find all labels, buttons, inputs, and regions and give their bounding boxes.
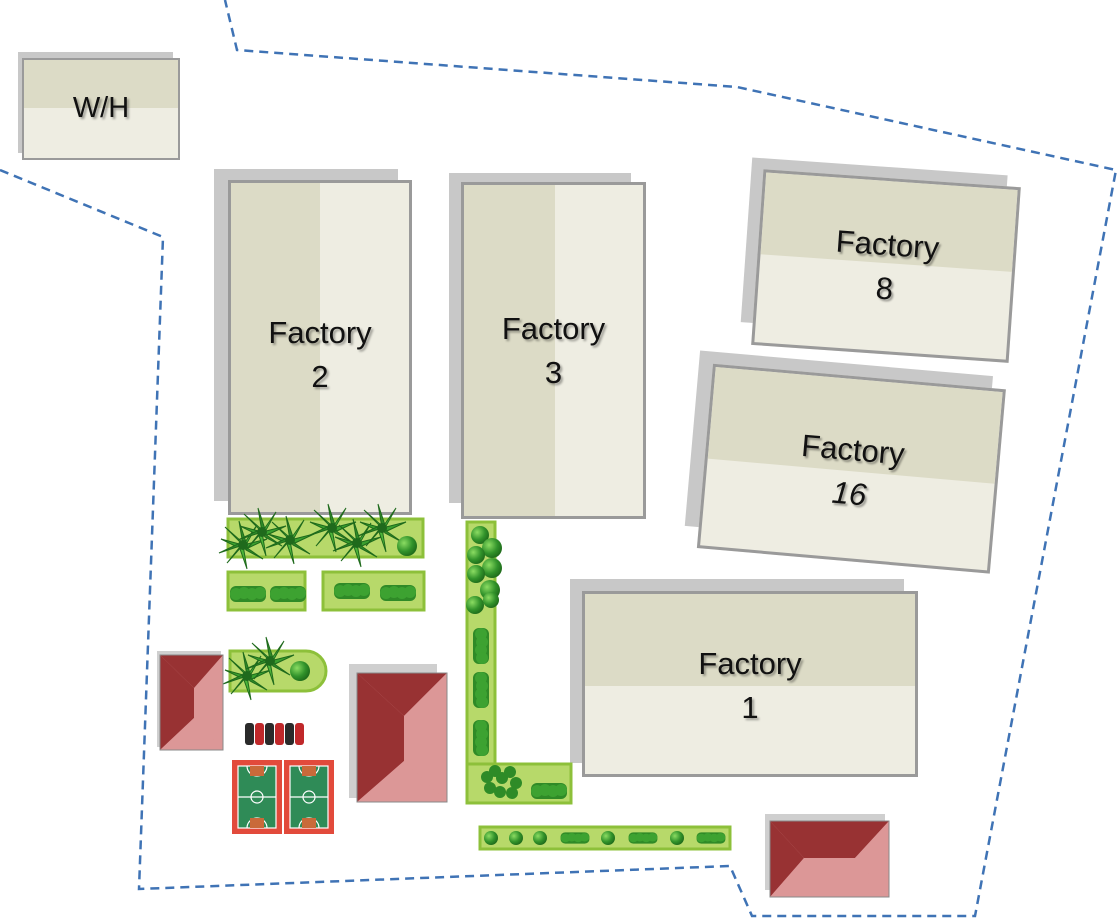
- round-bush-icon: [482, 558, 502, 578]
- round-bush-icon: [509, 831, 523, 845]
- shrub-row-icon: [270, 586, 306, 602]
- shrub-row-icon: [380, 585, 416, 601]
- round-bush-icon: [471, 526, 489, 544]
- factory-2-title: Factory: [268, 315, 372, 350]
- shrub-row-icon: [560, 832, 590, 844]
- round-bush-icon: [467, 546, 485, 564]
- warehouse-building[interactable]: W/H: [18, 52, 182, 162]
- round-bush-icon: [290, 661, 310, 681]
- shrub-row-icon: [628, 832, 658, 844]
- house-roof-icon: [349, 664, 448, 803]
- factory-2-number: 2: [311, 359, 329, 394]
- clover-plant-icon: [481, 765, 522, 799]
- factory-1-building[interactable]: Factory 1: [570, 579, 920, 779]
- basketball-court-icon: [232, 760, 282, 834]
- factory-3-building[interactable]: Factory 3: [449, 173, 649, 521]
- factory-1-number: 1: [741, 690, 759, 725]
- shrub-row-icon: [230, 586, 266, 602]
- round-bush-icon: [484, 831, 498, 845]
- round-bush-icon: [670, 831, 684, 845]
- round-bush-icon: [601, 831, 615, 845]
- shrub-row-icon: [531, 783, 567, 799]
- factory-3-number: 3: [544, 355, 563, 390]
- basketball-court-icon: [284, 760, 334, 834]
- factory-2-label: Factory 2: [228, 311, 412, 399]
- round-bush-icon: [397, 536, 417, 556]
- factory-1-title: Factory: [698, 646, 802, 681]
- shrub-row-icon: [696, 832, 726, 844]
- factory-3-title: Factory: [501, 311, 606, 346]
- factory-3-label: Factory 3: [461, 307, 646, 395]
- shrub-row-icon: [473, 672, 489, 708]
- factory-1-label: Factory 1: [582, 642, 918, 730]
- round-bush-icon: [482, 538, 502, 558]
- round-bush-icon: [466, 596, 484, 614]
- round-bush-icon: [533, 831, 547, 845]
- house-roof-icon: [157, 651, 224, 751]
- round-bush-icon: [483, 592, 499, 608]
- shrub-row-icon: [473, 720, 489, 756]
- house-roof-icon: [765, 814, 890, 898]
- shrub-row-icon: [334, 583, 370, 599]
- car-icon: [245, 723, 304, 745]
- warehouse-label: W/H: [72, 92, 130, 124]
- round-bush-icon: [467, 565, 485, 583]
- factory-2-building[interactable]: Factory 2: [214, 169, 414, 517]
- shrub-row-icon: [473, 628, 489, 664]
